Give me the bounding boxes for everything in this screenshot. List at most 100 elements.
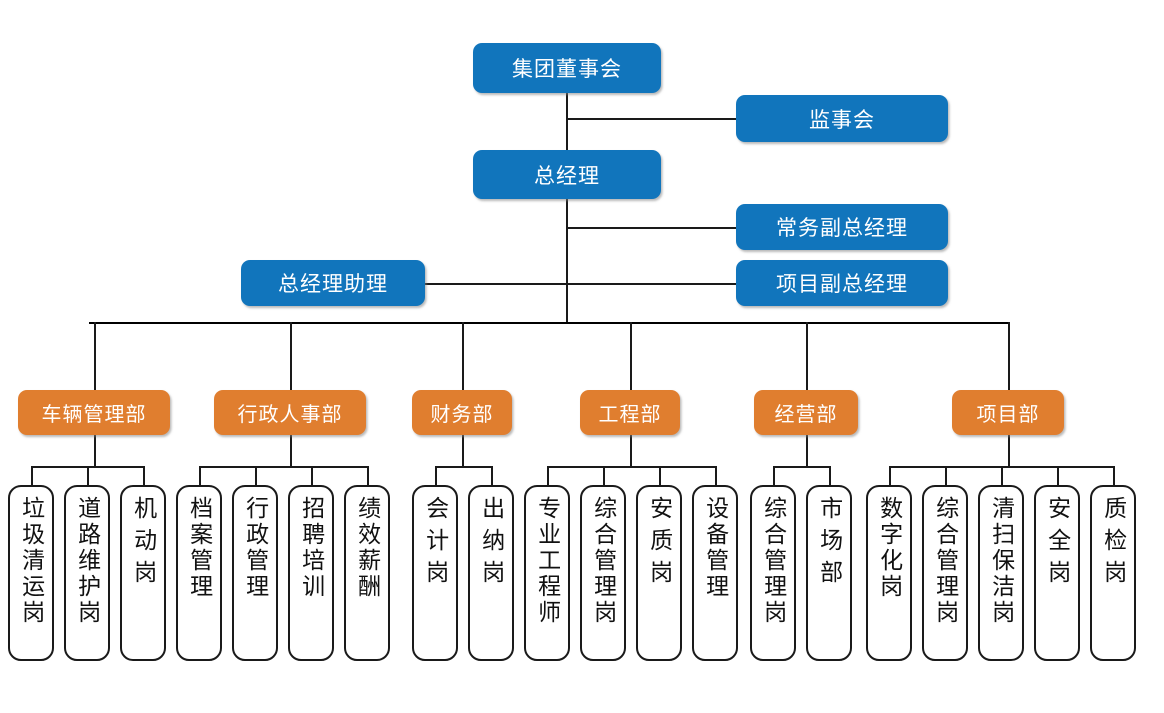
node-department-6[interactable]: 项目部	[952, 390, 1064, 435]
connector-subbus-to-position	[87, 466, 89, 485]
node-position-2-3[interactable]: 招聘培训	[288, 485, 334, 661]
position-bus-line	[435, 466, 491, 468]
node-label: 机动岗	[130, 496, 157, 592]
node-label: 综合管理岗	[932, 496, 959, 626]
node-department-5[interactable]: 经营部	[754, 390, 858, 435]
connector-subbus-to-position	[715, 466, 717, 485]
connector-bus-to-department	[462, 322, 464, 390]
connector-subbus-to-position	[889, 466, 891, 485]
node-general-manager[interactable]: 总经理	[473, 150, 661, 199]
node-label: 清扫保洁岗	[988, 496, 1015, 626]
node-label: 经营部	[774, 404, 838, 426]
node-position-1-1[interactable]: 垃圾清运岗	[8, 485, 54, 661]
connector-department-to-subbus	[806, 435, 808, 466]
node-board-of-directors[interactable]: 集团董事会	[473, 43, 661, 93]
connector-gm-spine	[566, 198, 568, 323]
node-position-4-3[interactable]: 安质岗	[636, 485, 682, 661]
connector-department-to-subbus	[94, 435, 96, 466]
node-position-6-4[interactable]: 安全岗	[1034, 485, 1080, 661]
connector-subbus-to-position	[1057, 466, 1059, 485]
connector-gm-to-project-vice	[566, 283, 736, 285]
node-executive-vice-gm[interactable]: 常务副总经理	[736, 204, 948, 250]
connector-subbus-to-position	[659, 466, 661, 485]
node-position-2-1[interactable]: 档案管理	[176, 485, 222, 661]
node-label: 出纳岗	[478, 496, 505, 592]
node-label: 安质岗	[646, 496, 673, 592]
node-label: 总经理	[534, 164, 600, 188]
node-label: 专业工程师	[534, 496, 561, 626]
node-label: 集团董事会	[512, 58, 622, 81]
node-label: 绩效薪酬	[354, 496, 381, 600]
connector-subbus-to-position	[311, 466, 313, 485]
connector-department-to-subbus	[1008, 435, 1010, 466]
node-label: 道路维护岗	[74, 496, 101, 626]
node-label: 市场部	[816, 496, 843, 592]
connector-bus-to-department	[630, 322, 632, 390]
department-bus-line	[89, 322, 1009, 324]
node-label: 项目部	[976, 404, 1040, 426]
connector-board-to-gm	[566, 92, 568, 150]
connector-bus-to-department	[806, 322, 808, 390]
node-position-3-1[interactable]: 会计岗	[412, 485, 458, 661]
node-position-5-2[interactable]: 市场部	[806, 485, 852, 661]
node-label: 行政管理	[242, 496, 269, 600]
node-label: 工程部	[598, 404, 662, 426]
node-position-1-3[interactable]: 机动岗	[120, 485, 166, 661]
node-position-4-1[interactable]: 专业工程师	[524, 485, 570, 661]
node-department-4[interactable]: 工程部	[580, 390, 680, 435]
node-position-2-2[interactable]: 行政管理	[232, 485, 278, 661]
connector-bus-to-department	[1008, 322, 1010, 390]
node-department-1[interactable]: 车辆管理部	[18, 390, 170, 435]
node-label: 综合管理岗	[590, 496, 617, 626]
node-gm-assistant[interactable]: 总经理助理	[241, 260, 425, 306]
node-label: 安全岗	[1044, 496, 1071, 592]
node-label: 行政人事部	[237, 404, 343, 426]
node-label: 垃圾清运岗	[18, 496, 45, 626]
node-label: 总经理助理	[278, 273, 388, 296]
connector-subbus-to-position	[143, 466, 145, 485]
node-position-1-2[interactable]: 道路维护岗	[64, 485, 110, 661]
connector-subbus-to-position	[491, 466, 493, 485]
node-position-6-5[interactable]: 质检岗	[1090, 485, 1136, 661]
connector-subbus-to-position	[829, 466, 831, 485]
connector-gm-to-exec-vice	[566, 227, 736, 229]
position-bus-line	[31, 466, 143, 468]
node-label: 招聘培训	[298, 496, 325, 600]
node-supervisory-board[interactable]: 监事会	[736, 95, 948, 142]
node-department-3[interactable]: 财务部	[412, 390, 512, 435]
connector-subbus-to-position	[945, 466, 947, 485]
node-position-4-2[interactable]: 综合管理岗	[580, 485, 626, 661]
connector-subbus-to-position	[255, 466, 257, 485]
node-position-5-1[interactable]: 综合管理岗	[750, 485, 796, 661]
connector-gm-to-supervisory	[566, 118, 736, 120]
node-position-6-3[interactable]: 清扫保洁岗	[978, 485, 1024, 661]
position-bus-line	[773, 466, 829, 468]
node-project-vice-gm[interactable]: 项目副总经理	[736, 260, 948, 306]
connector-subbus-to-position	[435, 466, 437, 485]
node-position-4-4[interactable]: 设备管理	[692, 485, 738, 661]
node-label: 数字化岗	[876, 496, 903, 600]
node-position-3-2[interactable]: 出纳岗	[468, 485, 514, 661]
position-bus-line	[199, 466, 367, 468]
connector-subbus-to-position	[367, 466, 369, 485]
node-department-2[interactable]: 行政人事部	[214, 390, 366, 435]
node-label: 财务部	[430, 404, 494, 426]
node-position-6-1[interactable]: 数字化岗	[866, 485, 912, 661]
connector-bus-to-department	[94, 322, 96, 390]
node-position-6-2[interactable]: 综合管理岗	[922, 485, 968, 661]
connector-subbus-to-position	[199, 466, 201, 485]
node-label: 会计岗	[422, 496, 449, 592]
connector-subbus-to-position	[603, 466, 605, 485]
connector-subbus-to-position	[547, 466, 549, 485]
node-label: 常务副总经理	[776, 217, 908, 240]
connector-bus-to-department	[290, 322, 292, 390]
connector-subbus-to-position	[1113, 466, 1115, 485]
connector-subbus-to-position	[31, 466, 33, 485]
connector-department-to-subbus	[462, 435, 464, 466]
position-bus-line	[889, 466, 1113, 468]
node-position-2-4[interactable]: 绩效薪酬	[344, 485, 390, 661]
connector-department-to-subbus	[290, 435, 292, 466]
connector-department-to-subbus	[630, 435, 632, 466]
node-label: 项目副总经理	[776, 273, 908, 296]
